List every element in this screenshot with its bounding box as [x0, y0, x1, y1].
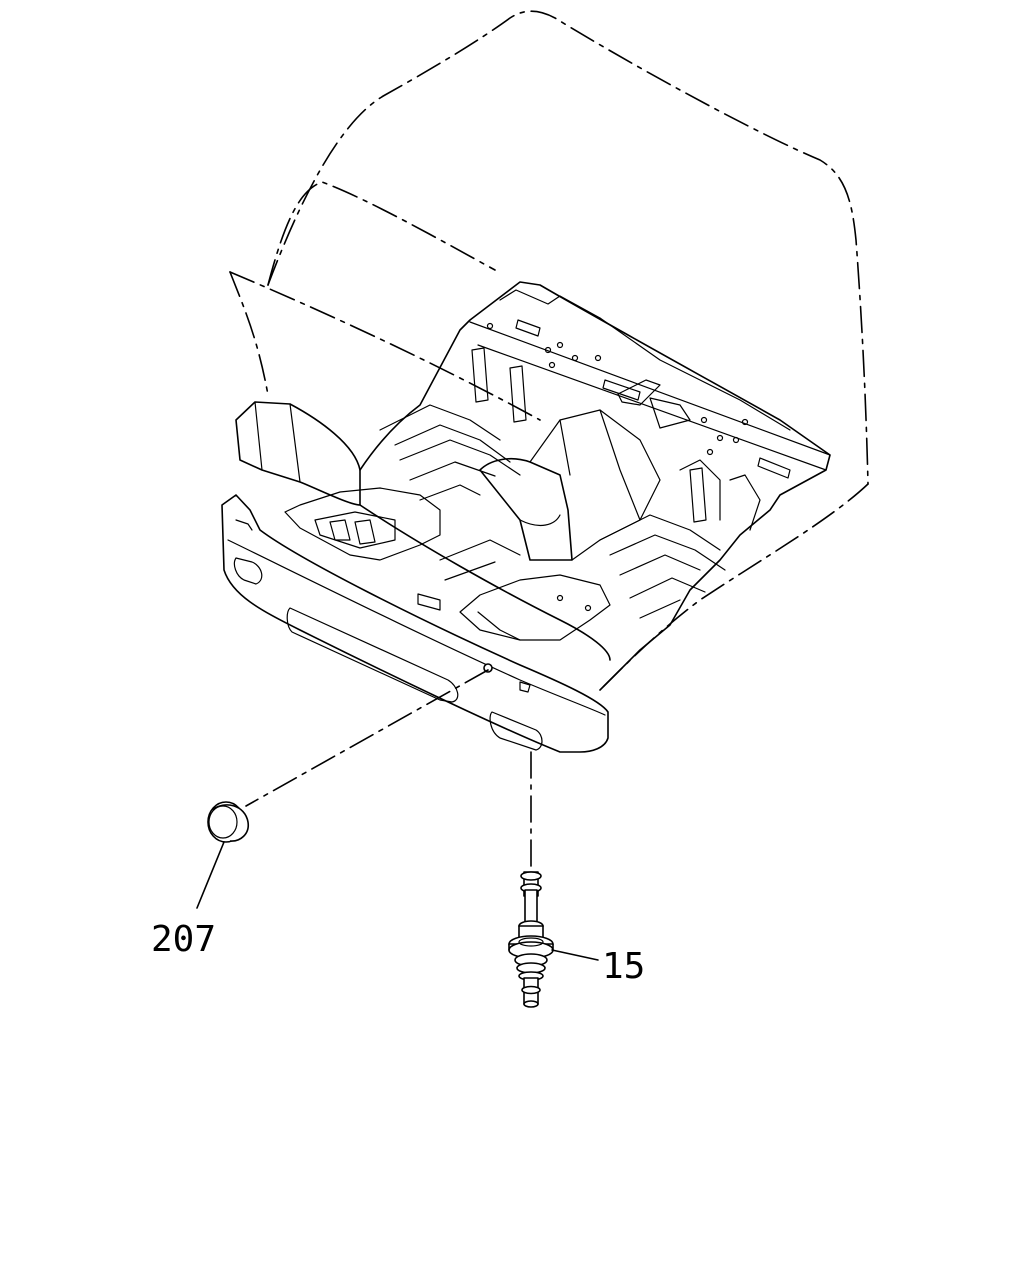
drain-fitting-part — [508, 871, 554, 1008]
callout-207: 207 — [151, 919, 216, 960]
plug-part — [207, 801, 250, 843]
cab-phantom-outline — [229, 10, 869, 691]
plug-leader-line — [245, 669, 489, 807]
floor-panel — [221, 281, 831, 753]
callout-leader-15 — [551, 949, 599, 961]
callout-leader-207 — [196, 841, 225, 909]
callout-15: 15 — [602, 946, 645, 987]
